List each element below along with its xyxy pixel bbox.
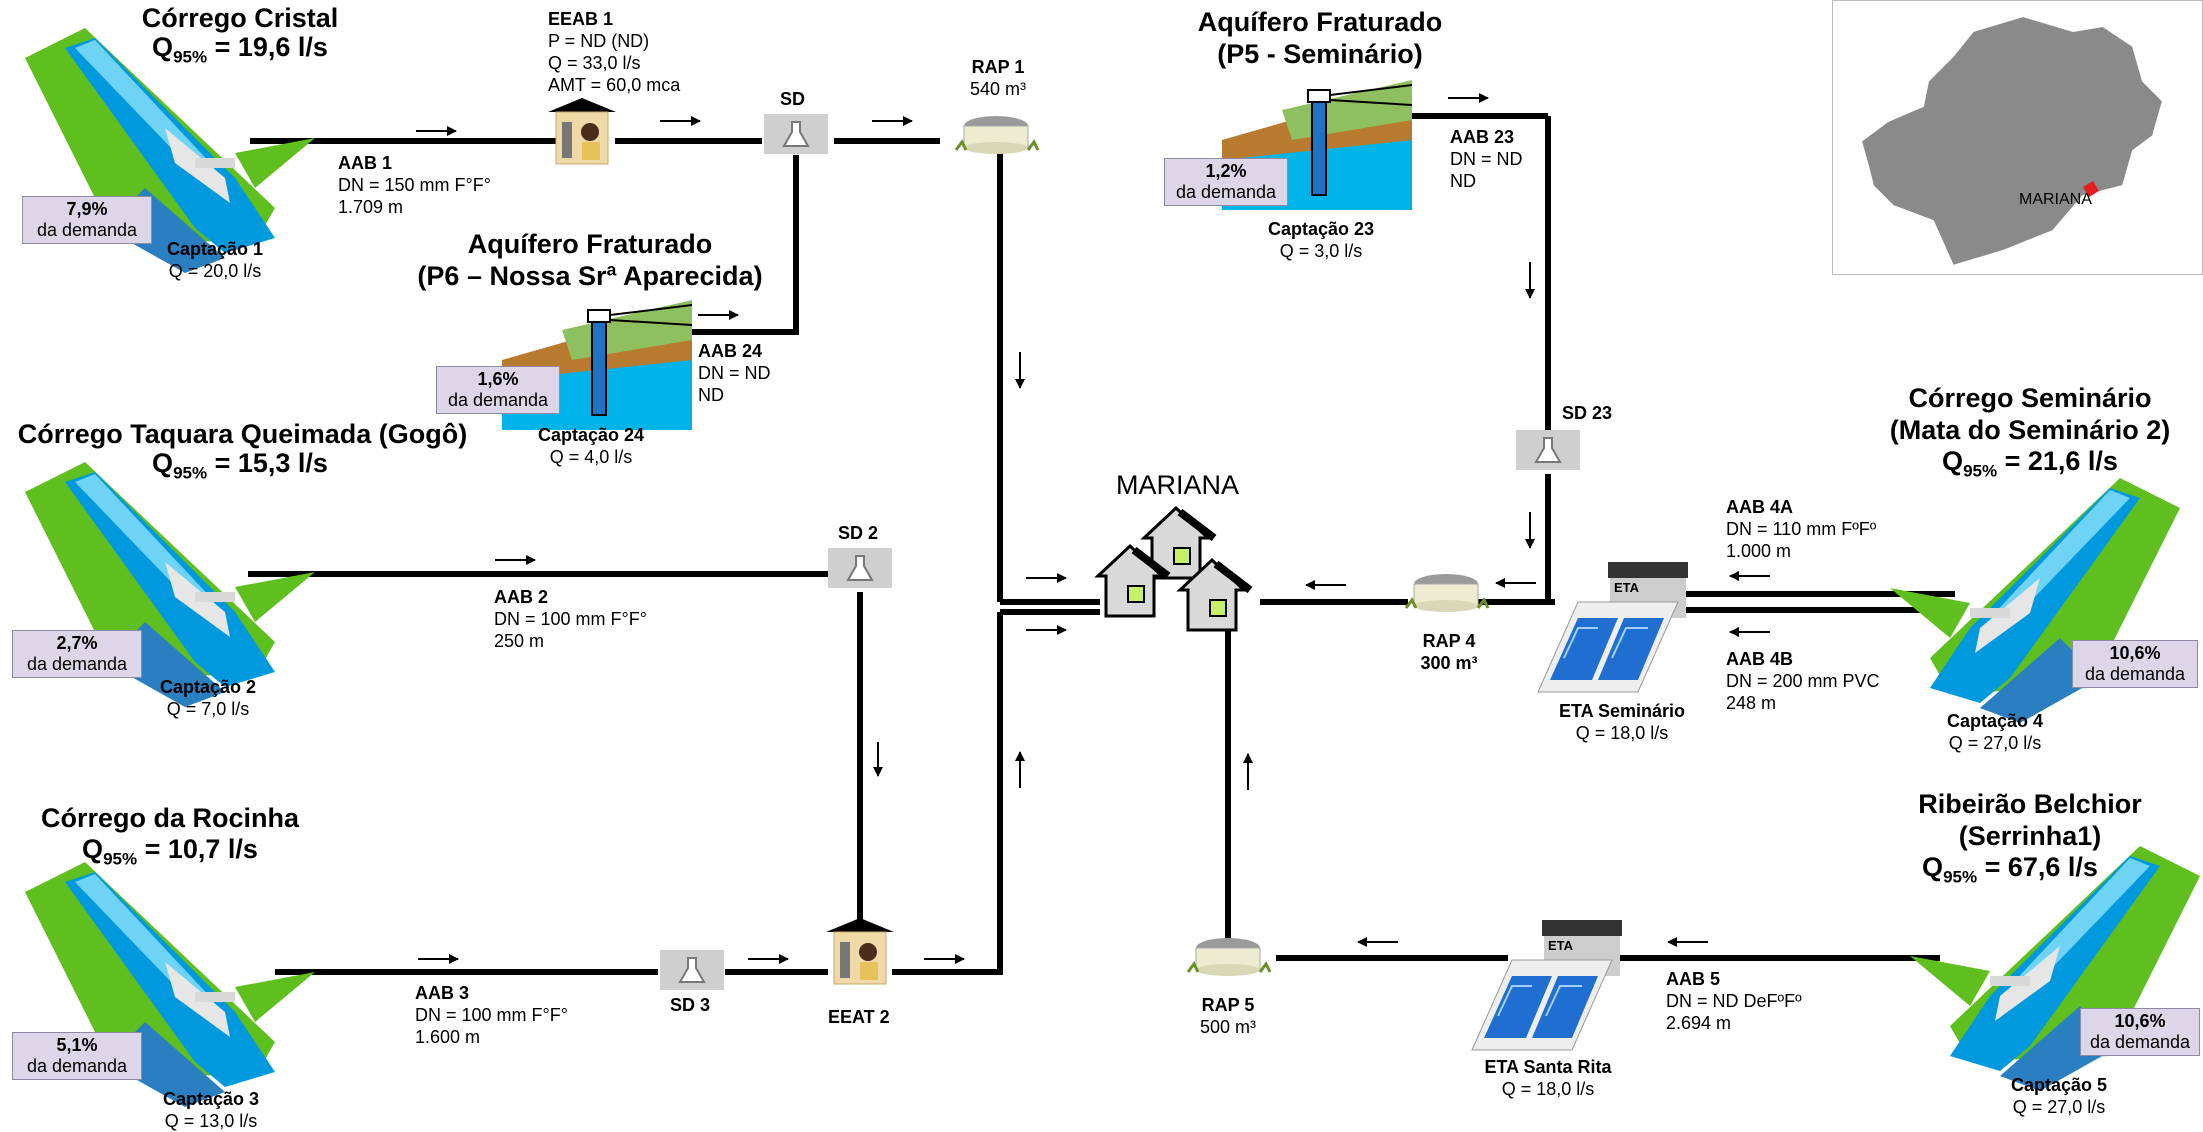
eeat2-pump-icon [825,917,895,985]
city-houses-icon [1098,508,1250,630]
source-5-title: Ribeirão Belchior(Serrinha1) [1918,789,2142,851]
flow-arrows [416,93,1770,964]
sd-icon [763,113,829,155]
eta-seminario-icon [1537,561,1689,693]
eta-seminario-tag: ETA [1614,580,1640,595]
source-5-demand-badge: 10,6%da demanda [2080,1008,2200,1056]
city-label: MARIANA [1116,470,1240,500]
aquifer-p6-demand-badge: 1,6%da demanda [436,366,560,414]
source-4-q95: Q95% = 21,6 l/s [1942,446,2118,481]
sd3-icon [659,949,725,991]
aquifer-p5-demand-badge: 1,2%da demanda [1164,158,1288,206]
rap4-tank-icon [1404,572,1490,614]
eeat2-label: EEAT 2 [828,1007,890,1027]
sd23-label: SD 23 [1562,403,1613,423]
sd23-icon [1515,429,1581,471]
aquifer-p5-title: Aquífero Fraturado(P5 - Seminário) [1197,7,1443,69]
rap1-tank-icon [954,114,1040,156]
source-2-demand-badge: 2,7%da demanda [12,630,142,678]
source-3-q95: Q95% = 10,7 l/s [82,834,258,869]
eta-santa-rita-icon [1471,919,1623,1051]
location-map: MARIANA [1832,0,2203,275]
source-2-title: Córrego Taquara Queimada (Gogô) [17,419,468,449]
source-4-demand-badge: 10,6%da demanda [2072,640,2198,688]
source-3-demand-badge: 5,1%da demanda [12,1032,142,1080]
sd2-icon [827,547,893,589]
state-map-icon [1859,14,2165,268]
sd3-label: SD 3 [670,995,711,1015]
source-2-q95: Q95% = 15,3 l/s [152,448,328,483]
eeab1-pump-icon [547,97,617,165]
source-5-q95: Q95% = 67,6 l/s [1922,852,2098,887]
source-1-demand-badge: 7,9%da demanda [22,196,152,244]
rap5-tank-icon [1186,936,1272,978]
map-label: MARIANA [2019,191,2092,208]
source-4-title: Córrego Seminário(Mata do Seminário 2) [1889,383,2171,445]
pipe-lines [248,113,1955,975]
source-1-q95: Q95% = 19,6 l/s [152,32,328,67]
source-3-title: Córrego da Rocinha [40,803,300,833]
aquifer-p6-title: Aquífero Fraturado(P6 – Nossa Srª Aparec… [417,229,763,291]
eta-santa-rita-tag: ETA [1548,938,1574,953]
sd2-label: SD 2 [838,523,879,543]
source-1-title: Córrego Cristal [141,3,339,33]
sd1-label: SD [780,89,806,109]
